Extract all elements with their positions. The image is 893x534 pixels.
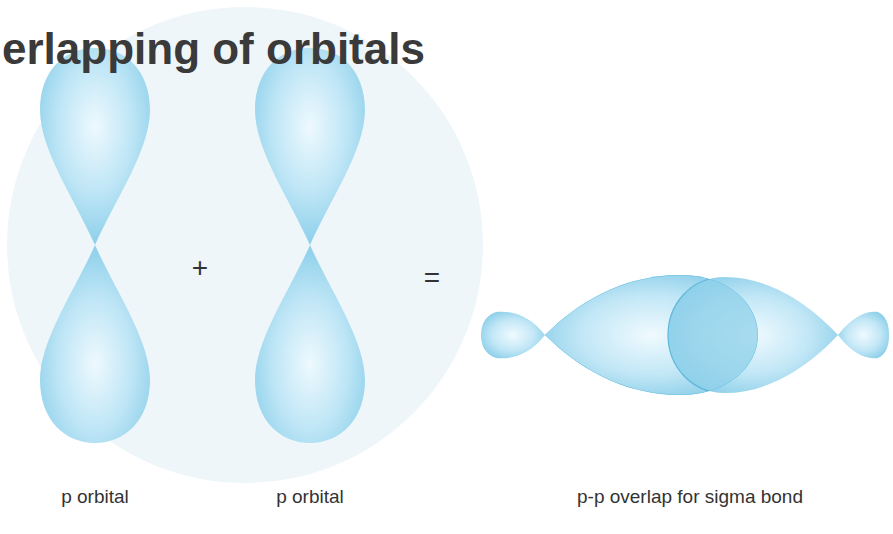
plus-sign: + [192, 252, 208, 284]
orbital-lobe [838, 312, 889, 359]
overlap-label: p-p overlap for sigma bond [577, 486, 803, 508]
orbital-label: p orbital [61, 486, 129, 508]
orbital-lobe [40, 245, 150, 443]
orbital-lobe [255, 48, 365, 245]
orbital-lobe [668, 277, 838, 393]
equals-sign: = [424, 262, 440, 294]
orbital-lobe [481, 312, 545, 359]
orbital-lobe [255, 245, 365, 443]
orbital-label: p orbital [276, 486, 344, 508]
overlap-region [668, 277, 838, 393]
page-title: erlapping of orbitals [2, 24, 425, 74]
orbital-lobe [40, 48, 150, 245]
overlap-outline [545, 275, 758, 395]
background-circle [7, 7, 483, 483]
